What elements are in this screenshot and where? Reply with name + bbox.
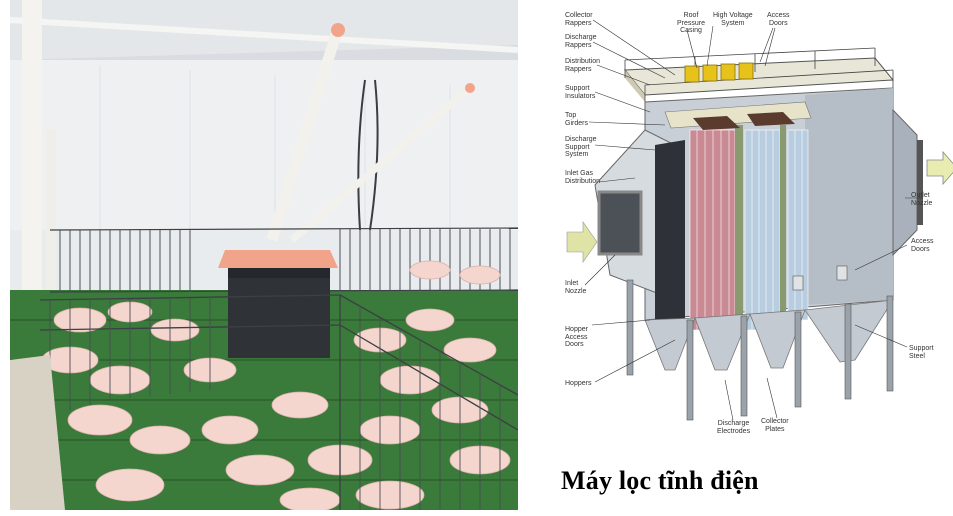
label-hopper-access-doors: Hopper Access Doors xyxy=(565,326,588,348)
label-outlet-nozzle: Outlet Nozzle xyxy=(911,192,933,207)
label-inlet-nozzle: Inlet Nozzle xyxy=(565,280,587,295)
label-distribution-rappers: Distribution Rappers xyxy=(565,58,601,73)
label-support-steel: Support Steel xyxy=(909,345,934,360)
label-high-voltage-system: High Voltage System xyxy=(713,12,753,27)
label-roof-pressure-casing: Roof Pressure Casing xyxy=(677,12,706,34)
label-inlet-gas-distribution: Inlet Gas Distribution xyxy=(565,170,601,185)
label-discharge-electrodes: Discharge Electrodes xyxy=(717,420,751,435)
label-access-doors-top: Access Doors xyxy=(767,12,790,27)
esp-diagram: Collector Rappers Discharge Rappers Dist… xyxy=(555,0,953,460)
label-discharge-rappers: Discharge Rappers xyxy=(565,34,597,49)
label-hoppers: Hoppers xyxy=(565,380,592,387)
esp-cutaway-illustration xyxy=(566,19,953,421)
label-collector-plates: Collector Plates xyxy=(761,418,789,433)
label-top-girders: Top Girders xyxy=(565,112,588,127)
diagram-caption: Máy lọc tĩnh điện xyxy=(561,466,759,495)
label-collector-rappers: Collector Rappers xyxy=(565,12,593,27)
pig-barn-photo xyxy=(10,0,518,510)
label-support-insulators: Support Insulators xyxy=(565,85,596,100)
label-access-doors-right: Access Doors xyxy=(911,238,934,253)
pig-barn-illustration xyxy=(10,0,518,510)
label-discharge-support-system: Discharge Support System xyxy=(565,136,597,158)
